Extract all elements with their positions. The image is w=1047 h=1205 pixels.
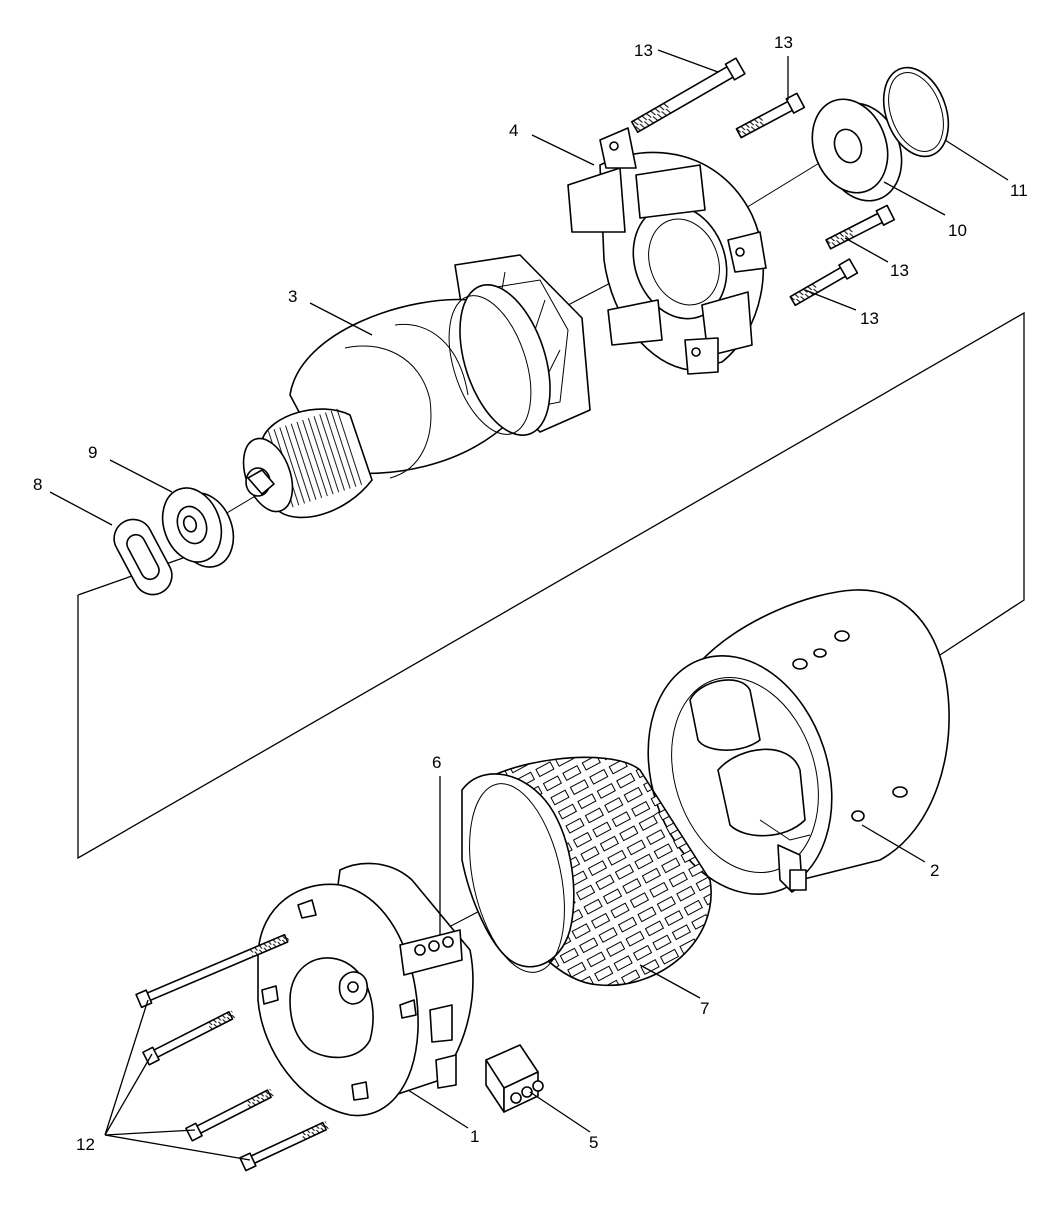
callout-labels: 13 13 4 11 10 13 13 3 9 8 6 2 7 12 1 5 bbox=[33, 33, 1028, 1154]
part-2-housing bbox=[647, 589, 950, 895]
label-part-13: 13 bbox=[774, 33, 793, 52]
label-part-10: 10 bbox=[948, 221, 967, 240]
part-12-through-bolts bbox=[135, 933, 329, 1172]
part-9-bearing bbox=[161, 487, 235, 568]
label-part-8: 8 bbox=[33, 475, 42, 494]
label-part-11: 11 bbox=[1010, 181, 1028, 200]
label-part-13: 13 bbox=[890, 261, 909, 280]
label-part-5: 5 bbox=[589, 1133, 598, 1152]
label-part-9: 9 bbox=[88, 443, 97, 462]
label-part-7: 7 bbox=[700, 999, 709, 1018]
leader-lines bbox=[49, 49, 1009, 1161]
part-1-drive-housing bbox=[257, 862, 474, 1117]
part-13-bolts bbox=[630, 57, 896, 307]
label-part-6: 6 bbox=[432, 753, 441, 772]
label-part-13: 13 bbox=[860, 309, 879, 328]
part-3-armature bbox=[242, 254, 591, 519]
label-part-2: 2 bbox=[930, 861, 939, 880]
part-5-connector bbox=[485, 1044, 544, 1113]
part-7-cage bbox=[461, 756, 712, 987]
part-4-end-frame bbox=[567, 127, 767, 375]
label-part-3: 3 bbox=[288, 287, 297, 306]
label-part-1: 1 bbox=[470, 1127, 479, 1146]
label-part-4: 4 bbox=[509, 121, 518, 140]
part-10-seal bbox=[811, 98, 903, 202]
label-part-12: 12 bbox=[76, 1135, 95, 1154]
part-8-shim bbox=[113, 518, 173, 596]
label-part-13: 13 bbox=[634, 41, 653, 60]
part-11-oring bbox=[882, 66, 950, 158]
